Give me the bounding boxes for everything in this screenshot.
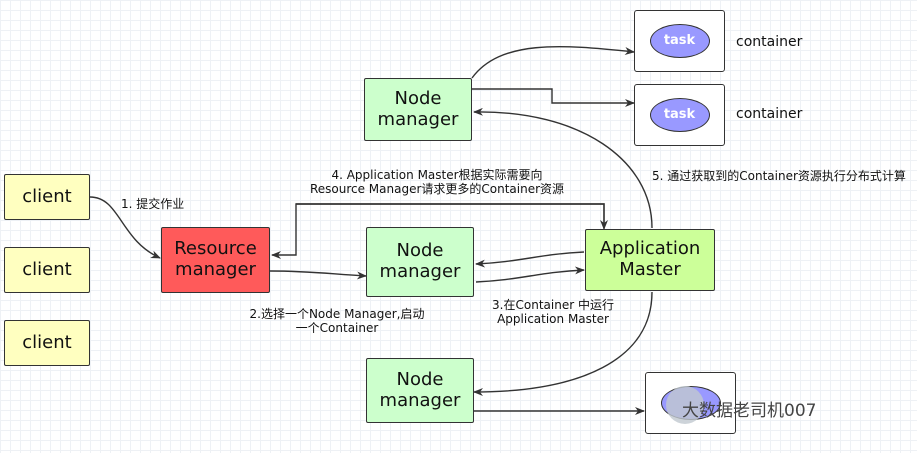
edge-nm-mid-to-am [475, 266, 585, 283]
wechat-watermark-icon [666, 386, 704, 424]
nm-mid-label-line1: Node [396, 240, 444, 262]
container-label-1: container [736, 34, 803, 50]
am-label-line1: Application [599, 238, 701, 260]
step2-label-line2: 一个Container [295, 321, 379, 336]
watermark-text: 大数据老司机007 [682, 401, 817, 421]
task-label: task [663, 32, 696, 48]
client-box-3[interactable]: client [4, 320, 90, 366]
nm-bottom-label-line2: manager [379, 389, 461, 411]
task-box-1[interactable]: task [634, 10, 725, 72]
step2-label-line1: 2.选择一个Node Manager,启动 [249, 307, 425, 321]
step4-label: 4. Application Master根据实际需要向 Resource Ma… [292, 168, 582, 197]
step4-label-line1: 4. Application Master根据实际需要向 [331, 168, 543, 182]
step3-label-line2: Application Master [497, 312, 609, 327]
client-box-1[interactable]: client [4, 174, 90, 220]
client-label: client [22, 258, 72, 280]
rm-label-line2: manager [175, 259, 256, 280]
step1-label: 1. 提交作业 [121, 197, 185, 211]
application-master-box[interactable]: Application Master [585, 229, 715, 291]
edge-am-to-nm-bottom [473, 291, 653, 396]
nm-mid-label-line2: manager [379, 261, 461, 282]
edge-rm-to-am [296, 203, 608, 230]
edge-client-to-rm [89, 196, 161, 259]
edge-nm-top-to-task2 [472, 88, 635, 107]
nm-top-label-line2: manager [377, 108, 459, 130]
step4-label-line2: Resource Manager请求更多的Container资源 [309, 182, 565, 197]
container-label-2: container [736, 106, 803, 122]
task-box-2[interactable]: task [634, 84, 725, 146]
client-label: client [22, 331, 72, 353]
node-manager-mid-box[interactable]: Node manager [366, 227, 474, 297]
rm-label-line1: Resource [174, 238, 257, 260]
edge-am-to-nm-mid [475, 251, 585, 268]
step3-label-line1: 3.在Container 中运行 [492, 298, 614, 312]
node-manager-top-box[interactable]: Node manager [364, 78, 472, 141]
client-label: client [22, 185, 72, 207]
edge-am-to-nm-top [473, 107, 653, 229]
resource-manager-box[interactable]: Resource manager [161, 227, 270, 293]
step5-label: 5. 通过获取到的Container资源执行分布式计算 [652, 169, 906, 183]
step3-label: 3.在Container 中运行 Application Master [478, 298, 628, 327]
task-ellipse: task [649, 98, 710, 132]
step2-label: 2.选择一个Node Manager,启动 一个Container [232, 307, 442, 336]
edge-rm-to-nm-mid [269, 270, 367, 280]
client-box-2[interactable]: client [4, 247, 90, 293]
node-manager-bottom-box[interactable]: Node manager [366, 358, 474, 423]
edge-nm-top-to-task1 [471, 45, 635, 79]
task-ellipse: task [649, 24, 710, 58]
task-label: task [663, 106, 696, 122]
nm-bottom-label-line1: Node [396, 368, 444, 390]
am-label-line2: Master [619, 259, 681, 280]
nm-top-label-line1: Node [394, 87, 442, 109]
